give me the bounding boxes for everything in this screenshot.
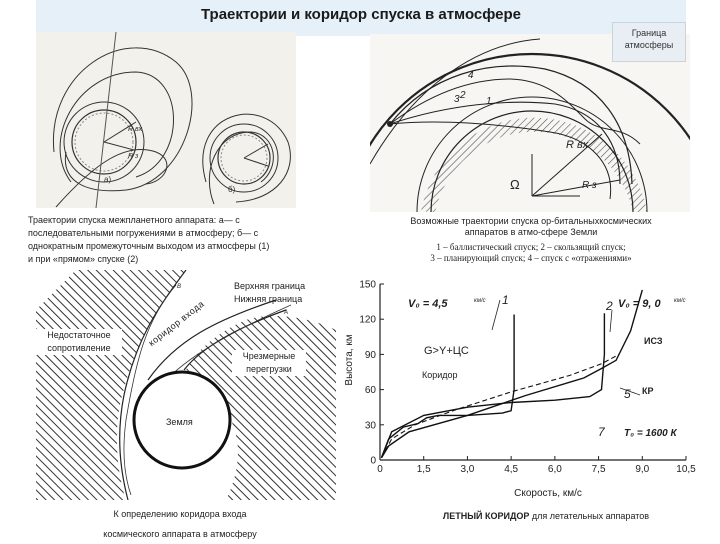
radius-entry-label-a: R вх bbox=[128, 126, 143, 133]
x-tick-label: 3,0 bbox=[460, 464, 474, 475]
interplanetary-trajectories-diagram: а) б) R вх R з bbox=[36, 32, 296, 208]
diagram-a bbox=[53, 32, 193, 208]
annot-label-1: 1 bbox=[502, 293, 509, 307]
annot-label-7: 7 bbox=[598, 425, 606, 439]
corridor-caption: К определению коридора входа космическог… bbox=[103, 509, 257, 539]
x-tick-label: 6,0 bbox=[548, 464, 562, 475]
annotation-pointer bbox=[609, 309, 613, 333]
diagram-b bbox=[202, 113, 291, 205]
chart-series bbox=[380, 289, 643, 459]
curve-label-4: 4 bbox=[468, 70, 474, 81]
x-tick-label: 7,5 bbox=[592, 464, 606, 475]
earth-circle bbox=[132, 370, 232, 470]
x-tick-label: 10,5 bbox=[676, 464, 696, 475]
series-line-3 bbox=[380, 289, 643, 459]
earth-label: Земля bbox=[166, 417, 193, 427]
chart-axes bbox=[379, 284, 686, 461]
x-tick-label: 4,5 bbox=[504, 464, 518, 475]
chart-ticks: 0 1,5 3,0 4,5 6,0 7,5 9,0 10,5 0 30 60 90 120 150 bbox=[359, 280, 696, 476]
radius-earth-label: R з bbox=[582, 180, 597, 191]
series-line-1 bbox=[380, 314, 515, 458]
atmosphere-boundary-label: Граница атмосферы bbox=[612, 22, 686, 62]
y-tick-label: 90 bbox=[365, 350, 377, 361]
annotation-pointer bbox=[491, 299, 501, 331]
annot-iss: ИСЗ bbox=[644, 336, 663, 346]
annot-v-left: V₀ = 4,5 bbox=[408, 298, 448, 310]
y-tick-label: 150 bbox=[359, 280, 376, 291]
annot-label-5: 5 bbox=[624, 387, 631, 401]
x-tick-label: 1,5 bbox=[417, 464, 431, 475]
sub-label-b: б) bbox=[228, 185, 236, 194]
series-line-2 bbox=[380, 313, 606, 458]
corridor-bounds-labels: Верхняя граница Нижняя граница bbox=[234, 280, 344, 306]
overload-label: Чрезмерные перегрузки bbox=[232, 350, 306, 376]
curve-label-2: 2 bbox=[459, 90, 466, 101]
insufficient-drag-zone bbox=[36, 270, 186, 500]
radius-entry-label: R вх bbox=[566, 139, 589, 151]
flight-corridor-caption: ЛЕТНЫЙ КОРИДОР для летательных аппаратов bbox=[442, 511, 650, 521]
series-line-4 bbox=[381, 353, 620, 458]
lower-bound-label: Нижняя граница bbox=[234, 294, 303, 304]
annot-kr: КР bbox=[642, 386, 654, 396]
orbital-caption: Возможные траектории спуска ор-битальных… bbox=[410, 216, 652, 237]
annotation-pointer bbox=[619, 387, 641, 396]
upper-bound-label: Верхняя граница bbox=[234, 281, 306, 291]
entry-point-marker bbox=[387, 121, 393, 127]
sub-label-a: а) bbox=[104, 175, 111, 184]
curve-label-a: A bbox=[283, 310, 288, 316]
curve-label-b: B bbox=[177, 284, 181, 290]
insufficient-drag-label: Недостаточное сопротивление bbox=[36, 329, 122, 355]
y-tick-label: 60 bbox=[365, 385, 377, 396]
annot-corridor: Коридор bbox=[422, 370, 458, 380]
y-tick-label: 120 bbox=[359, 315, 376, 326]
radius-earth-label-a: R з bbox=[128, 153, 139, 160]
annot-g-condition: G>Y+ЦС bbox=[424, 345, 469, 357]
annot-v-left-unit: км/с bbox=[474, 298, 486, 304]
interplanetary-caption: Траектории спуска межпланетного аппарата… bbox=[28, 215, 270, 264]
annot-v-right-unit: км/с bbox=[674, 298, 686, 304]
omega-symbol: Ω bbox=[510, 177, 520, 192]
y-tick-label: 30 bbox=[365, 420, 377, 431]
flight-corridor-chart: 0 1,5 3,0 4,5 6,0 7,5 9,0 10,5 0 30 60 90 120 150 Ско… bbox=[344, 280, 696, 500]
annot-v-right: V₀ = 9, 0 bbox=[618, 298, 661, 310]
orbital-legend: 1 – баллистический спуск; 2 – скользящий… bbox=[430, 242, 632, 263]
annot-label-2: 2 bbox=[605, 299, 613, 313]
page-title: Траектории и коридор спуска в атмосфере bbox=[200, 6, 522, 23]
curve-label-3: 3 bbox=[454, 94, 460, 105]
curve-label-1: 1 bbox=[486, 96, 492, 107]
x-axis-label: Скорость, км/с bbox=[514, 488, 582, 499]
y-axis-label: Высота, км bbox=[344, 334, 355, 385]
y-tick-label: 0 bbox=[370, 456, 376, 467]
x-tick-label: 0 bbox=[377, 464, 383, 475]
title-bar bbox=[36, 0, 686, 36]
orbital-trajectories-diagram: 1 2 3 4 R вх R з Ω bbox=[370, 34, 690, 212]
annot-t0: T₀ = 1600 К bbox=[624, 428, 677, 439]
x-tick-label: 9,0 bbox=[635, 464, 649, 475]
